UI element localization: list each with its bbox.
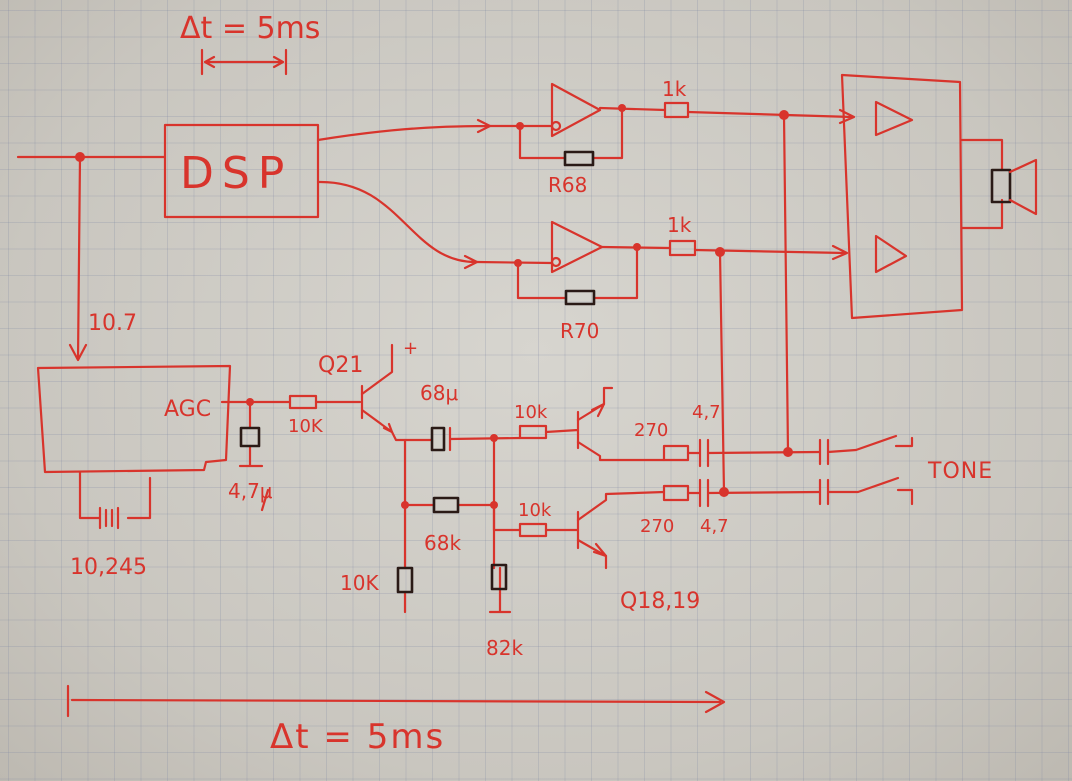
r82k-label: 82k (486, 636, 523, 660)
dt-top-label: Δt = 5ms (180, 11, 320, 46)
bottom-timing-marker: Δt = 5ms (66, 684, 726, 757)
supply-plus-label: + (403, 338, 418, 359)
q18-transistor: 10k 270 4,7 (514, 386, 822, 468)
coupling-cap-label: 68μ (420, 381, 458, 405)
dt-bottom-label: Δt = 5ms (270, 717, 445, 757)
filter-frequency-label: 10,245 (70, 555, 147, 580)
power-amp-block (840, 73, 1004, 320)
speaker-icon (990, 158, 1038, 216)
input-line: 10.7 (16, 152, 167, 362)
q-upper-base-resistor-label: 10k (514, 402, 548, 423)
dsp-label: DSP (180, 148, 292, 199)
r68k-label: 68k (424, 531, 461, 555)
bias-network: 68μ 68k 10K 82k (340, 381, 523, 660)
r68-label: R68 (548, 173, 587, 197)
q21-label: Q21 (318, 353, 363, 378)
q21-transistor: Q21 + (318, 338, 434, 442)
tone-switches: TONE (818, 434, 993, 506)
q-lower-base-resistor-label: 10k (518, 500, 552, 521)
dsp-output-bottom (316, 180, 479, 270)
top-channel-bus (782, 113, 790, 454)
r-top-1k-label: 1k (662, 77, 687, 101)
tone-label: TONE (927, 459, 993, 484)
dsp-output-top (316, 118, 492, 142)
q18-19-label: Q18,19 (620, 589, 700, 614)
c47-lower-label: 4,7 (700, 516, 729, 537)
r270-upper-label: 270 (634, 420, 668, 441)
r-mid-1k-label: 1k (667, 213, 692, 237)
agc-label: AGC (164, 397, 211, 422)
agc-block: AGC 10,245 (36, 364, 232, 580)
dsp-block: DSP (163, 123, 320, 219)
agc-drive-path: 4,7μ 10K (220, 394, 362, 512)
c47-upper-label: 4,7 (692, 402, 721, 423)
agc-resistor-label: 10K (288, 416, 324, 437)
top-buffer-amp: R68 1k (486, 77, 856, 197)
r70-label: R70 (560, 319, 599, 343)
mid-channel-bus (718, 250, 726, 494)
if-frequency-label: 10.7 (88, 311, 137, 336)
middle-buffer-amp: R70 1k (475, 213, 849, 343)
q19-transistor: 10k 270 4,7 Q18,19 (518, 478, 822, 614)
r10k-label: 10K (340, 571, 379, 595)
r270-lower-label: 270 (640, 516, 674, 537)
top-timing-marker: Δt = 5ms (180, 11, 320, 76)
